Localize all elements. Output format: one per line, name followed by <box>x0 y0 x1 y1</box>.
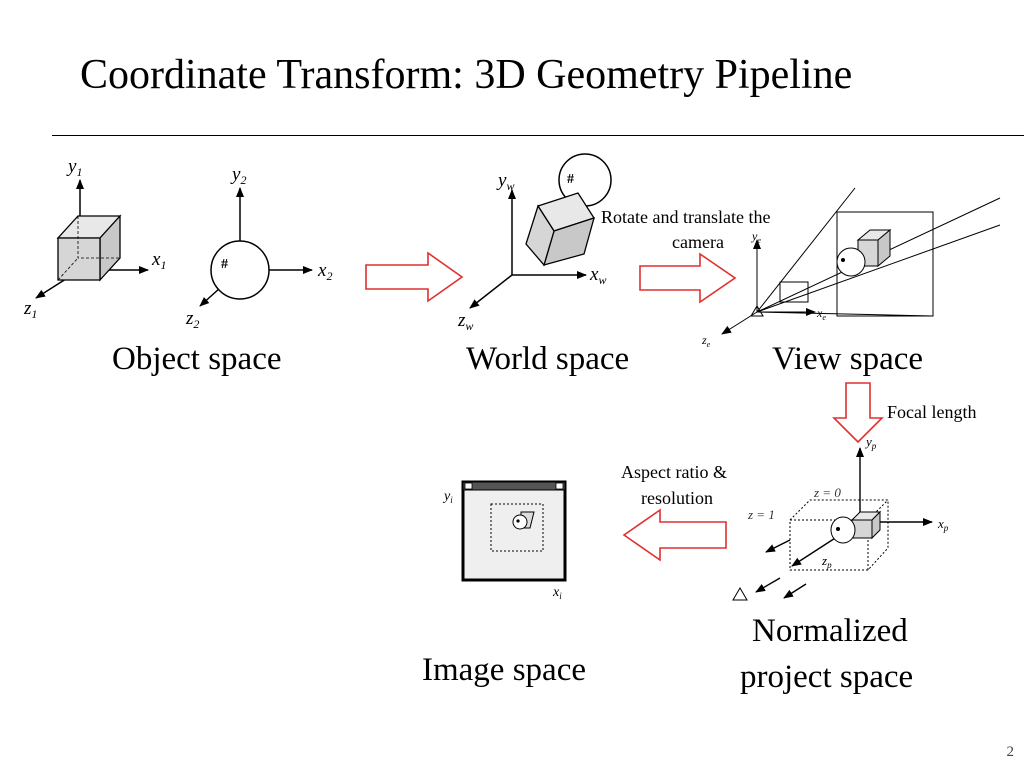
window-titlebar <box>462 481 566 491</box>
frustum-edge <box>756 187 856 313</box>
z1-plane-label: z = 1 <box>747 507 775 522</box>
norm-sphere-dot <box>836 527 840 531</box>
title-divider <box>52 135 1024 136</box>
norm-sphere <box>830 516 856 544</box>
xi-label: xi <box>552 585 562 601</box>
normalized-space-label-line2: project space <box>740 659 914 695</box>
frustum-edge <box>756 311 934 317</box>
y1-label: y1 <box>66 156 82 179</box>
normalized-space-label-line1: Normalized <box>752 613 908 649</box>
xw-label: xw <box>589 264 606 287</box>
pipeline-arrow-1 <box>365 251 464 303</box>
cube-front-face <box>57 237 101 281</box>
pipeline-arrow-3 <box>832 382 884 444</box>
image-sphere <box>512 514 528 530</box>
object-sphere-figure: # y2 x2 z2 <box>185 164 332 331</box>
world-sphere-mark-icon: # <box>567 172 574 187</box>
x1-label: x1 <box>151 249 166 272</box>
focal-length-annotation: Focal length <box>887 402 977 422</box>
cube-hidden-edges <box>77 216 120 259</box>
slide-title: Coordinate Transform: 3D Geometry Pipeli… <box>80 52 853 98</box>
aspect-annotation-line1: Aspect ratio & <box>621 462 727 482</box>
image-space-figure: yi xi <box>442 480 567 601</box>
sphere-mark-icon: # <box>221 257 228 272</box>
rotate-annotation-line2: camera <box>672 232 724 252</box>
window-resize-icon <box>555 482 564 490</box>
window-close-icon <box>464 482 473 490</box>
xp-label: xp <box>937 516 949 533</box>
z2-label: z2 <box>185 308 199 331</box>
near-plane <box>779 281 809 303</box>
ye-label: ye <box>751 229 761 245</box>
x2-label: x2 <box>317 260 332 283</box>
projection-ray <box>765 539 791 553</box>
zp-label: zp <box>821 553 832 570</box>
projection-ray <box>783 583 807 599</box>
yw-label: yw <box>496 170 514 193</box>
zw-label: zw <box>457 310 473 333</box>
image-sphere-dot <box>516 519 520 523</box>
normalized-space-figure: yp xp zp z = 0 z = 1 <box>732 434 949 601</box>
viewport-rect <box>490 503 544 552</box>
aspect-annotation-line2: resolution <box>641 488 713 508</box>
view-space-label: View space <box>772 341 924 377</box>
page-number: 2 <box>1006 744 1015 760</box>
view-sphere <box>836 247 866 277</box>
world-cube-front <box>525 204 555 267</box>
view-sphere-dot <box>841 258 845 262</box>
ze-label: ze <box>701 333 711 349</box>
z1-label: z1 <box>23 298 37 321</box>
view-space-figure: ye xe ze <box>701 187 1001 349</box>
y2-label: y2 <box>230 164 246 187</box>
yi-label: yi <box>442 489 453 505</box>
pipeline-arrow-2 <box>639 252 737 304</box>
frustum-edge <box>756 224 1001 313</box>
z0-label: z = 0 <box>813 485 841 500</box>
object-space-label: Object space <box>112 341 282 377</box>
pipeline-arrow-4 <box>622 508 727 562</box>
zw-axis <box>469 274 513 309</box>
world-space-figure: # yw xw zw <box>457 153 612 333</box>
object-sphere <box>210 240 270 300</box>
world-space-label: World space <box>466 341 630 377</box>
rotate-annotation-line1: Rotate and translate the <box>601 207 771 227</box>
object-cube-figure: y1 x1 z1 <box>23 156 166 321</box>
image-window <box>461 480 567 582</box>
camera-eye-icon <box>732 587 748 601</box>
xe-label: xe <box>816 306 826 322</box>
image-space-label: Image space <box>422 652 586 688</box>
projection-ray <box>755 577 781 593</box>
camera-eye-icon <box>750 305 764 317</box>
yp-label: yp <box>864 434 877 451</box>
